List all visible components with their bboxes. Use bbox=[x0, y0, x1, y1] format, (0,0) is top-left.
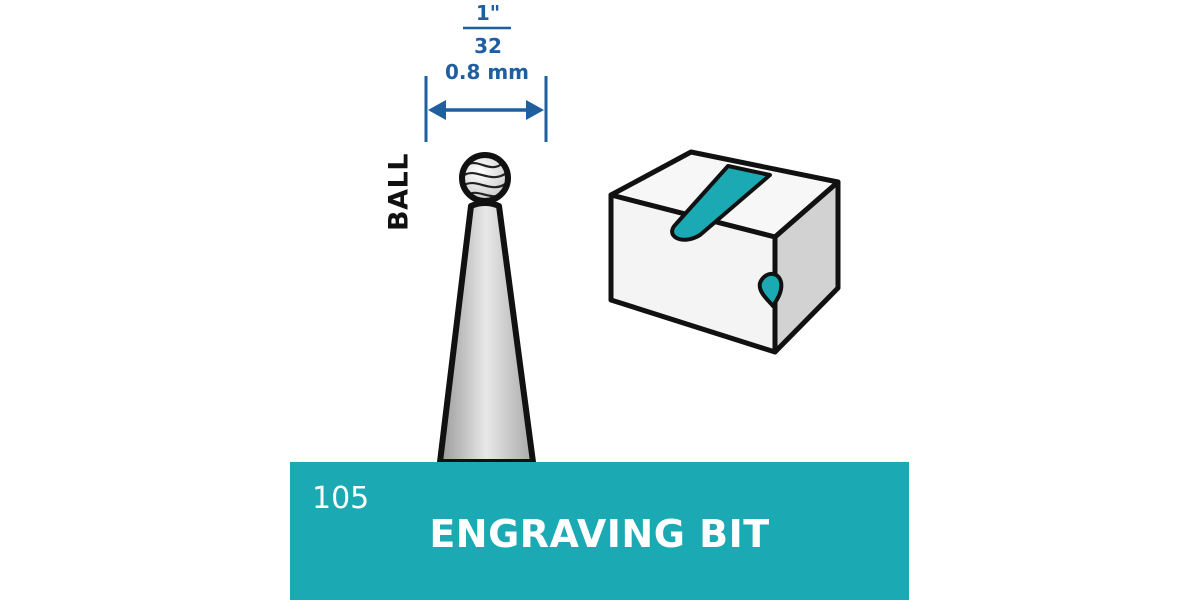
dimension-fraction-denominator: 32 bbox=[474, 34, 502, 58]
bit-shaft bbox=[437, 200, 536, 465]
dimension-arrow-icon bbox=[424, 26, 548, 142]
product-number: 105 bbox=[312, 481, 370, 516]
block-side-face bbox=[772, 179, 841, 355]
bit-ball-outline bbox=[459, 152, 511, 204]
product-banner: 105 ENGRAVING BIT bbox=[290, 462, 909, 600]
dimension-fraction-numerator: 1" bbox=[475, 1, 501, 25]
block-side-notch bbox=[757, 271, 784, 308]
product-name: ENGRAVING BIT bbox=[429, 512, 770, 556]
dimension-arrowhead-right bbox=[526, 100, 544, 120]
dimension-arrowhead-left bbox=[428, 100, 446, 120]
engraved-block-icon bbox=[608, 149, 841, 355]
ball-engraving-bit-icon bbox=[437, 152, 536, 465]
block-groove bbox=[670, 164, 772, 242]
bit-shape-label: BALL bbox=[383, 153, 415, 231]
dimension-metric: 0.8 mm bbox=[444, 60, 530, 84]
